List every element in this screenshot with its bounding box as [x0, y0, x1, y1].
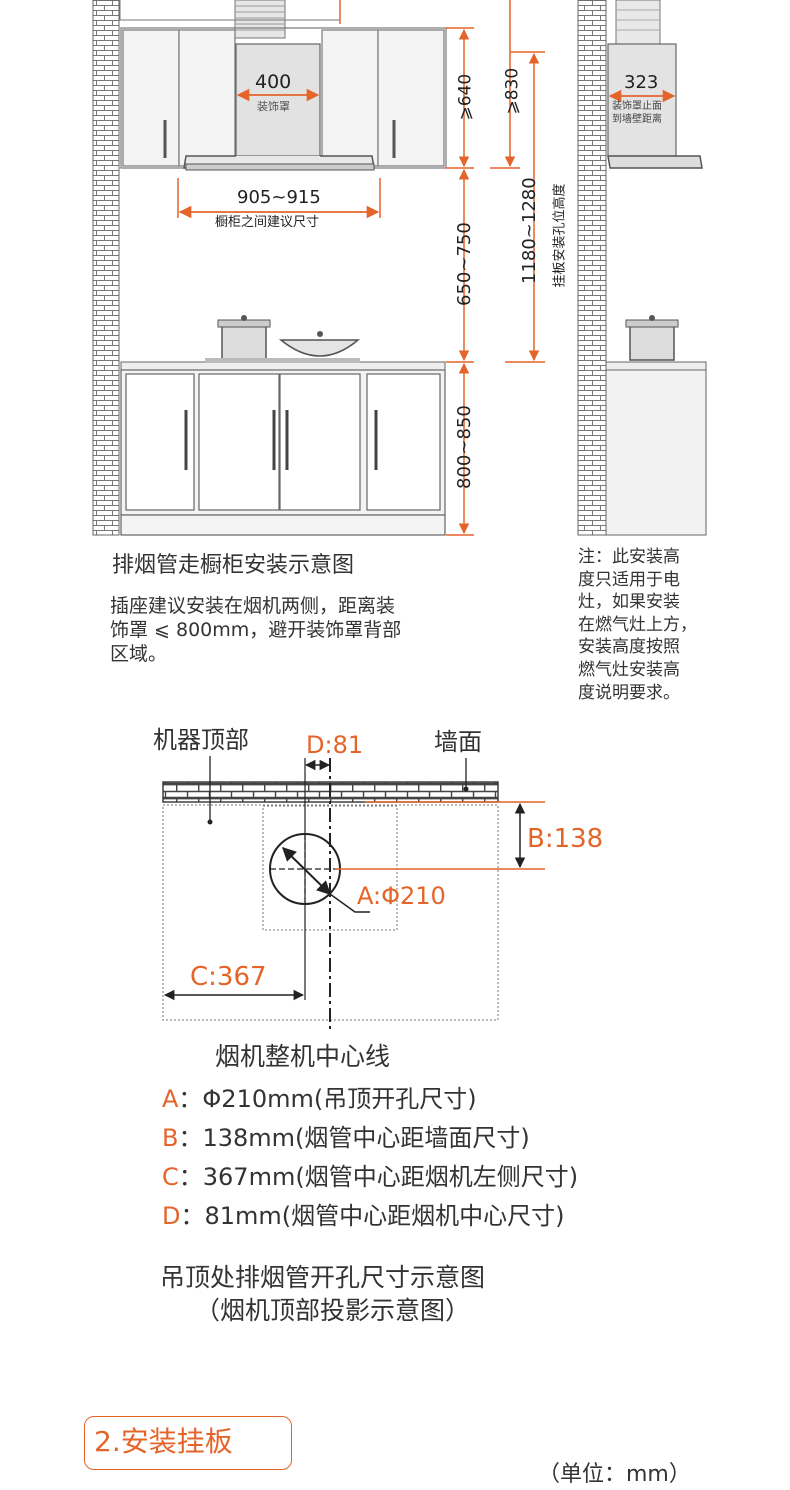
socket-advice-line: 区域。: [110, 642, 168, 665]
plan-subcaption: （烟机顶部投影示意图）: [195, 1296, 471, 1325]
hood-label: 装饰罩: [257, 100, 290, 113]
plan-caption: 吊顶处排烟管开孔尺寸示意图: [160, 1263, 486, 1292]
note-line: 度说明要求。: [578, 682, 680, 703]
install-note: 注：此安装高 度只适用于电 灶，如果安装 在燃气灶上方， 安装高度按照 燃气灶安…: [578, 546, 748, 704]
side-view: [577, 0, 707, 536]
dim-c-label: C:367: [190, 962, 267, 992]
note-line: 注：此安装高: [578, 547, 680, 567]
dim-d-label: D:81: [306, 731, 364, 759]
legend-text: ：138mm(烟管中心距墙面尺寸): [178, 1124, 530, 1152]
note-line: 燃气灶安装高: [578, 660, 680, 681]
legend-d: D：81mm(烟管中心距烟机中心尺寸): [162, 1204, 565, 1228]
socket-advice-line: 插座建议安装在烟机两侧，距离装: [110, 595, 396, 617]
legend-key: A: [162, 1085, 179, 1113]
dim-640: ⩾640: [455, 73, 476, 121]
upper-cabinets: [120, 27, 447, 169]
legend-key: D: [162, 1202, 181, 1230]
countertop: [120, 315, 446, 371]
brick-wall-left: [92, 0, 120, 536]
section-heading: 2.安装挂板: [94, 1425, 233, 1458]
cabinet-gap-value: 905~915: [237, 187, 321, 208]
side-width-label: 323: [624, 72, 659, 93]
cabinet-diagram-title: 排烟管走橱柜安装示意图: [112, 553, 355, 578]
unit-note: （单位：mm）: [538, 1462, 691, 1487]
vertical-dimensions: [446, 0, 545, 536]
note-line: 在燃气灶上方，: [578, 614, 697, 635]
note-line: 灶，如果安装: [578, 592, 680, 613]
dim-650-750: 650~750: [454, 222, 475, 306]
side-label-line2: 到墙壁距离: [612, 114, 662, 125]
note-line: 度只适用于电: [578, 569, 680, 590]
flex-duct: [119, 0, 341, 39]
legend-c: C：367mm(烟管中心距烟机左侧尺寸): [162, 1165, 578, 1189]
note-line: 安装高度按照: [578, 637, 680, 658]
socket-advice-line: 饰罩 ⩽ 800mm，避开装饰罩背部: [110, 618, 402, 641]
legend-text: ：Φ210mm(吊顶开孔尺寸): [178, 1085, 477, 1113]
legend-a: A：Φ210mm(吊顶开孔尺寸): [162, 1087, 477, 1111]
cabinet-gap-dimension: [177, 178, 381, 219]
dim-b-label: B:138: [527, 824, 604, 854]
section-heading-box: [84, 1416, 292, 1470]
machine-top-label: 机器顶部: [153, 726, 249, 754]
legend-text: ：367mm(烟管中心距烟机左侧尺寸): [178, 1163, 579, 1191]
hood-width-label: 400: [255, 71, 292, 93]
dim-a-label: A:Φ210: [357, 882, 446, 910]
dim-830: ⩾830: [502, 67, 523, 115]
side-label-line1: 装饰罩止面: [612, 101, 662, 112]
legend-key: B: [162, 1124, 179, 1152]
legend-b: B：138mm(烟管中心距墙面尺寸): [162, 1126, 530, 1150]
cabinet-gap-label: 橱柜之间建议尺寸: [215, 215, 320, 230]
hole-height-label: 挂板安装孔位高度: [552, 183, 568, 288]
legend-text: ：81mm(烟管中心距烟机中心尺寸): [180, 1202, 565, 1230]
range-hood: [183, 43, 375, 171]
legend-key: C: [162, 1163, 179, 1191]
dim-800-850: 800~850: [454, 405, 475, 489]
lower-cabinets: [120, 369, 446, 536]
plan-view: [162, 756, 545, 1030]
dim-1180-1280: 1180~1280: [519, 177, 540, 284]
centerline-label: 烟机整机中心线: [215, 1042, 391, 1071]
wall-label: 墙面: [434, 728, 482, 756]
socket-advice: 插座建议安装在烟机两侧，距离装 饰罩 ⩽ 800mm，避开装饰罩背部 区域。: [110, 595, 490, 666]
